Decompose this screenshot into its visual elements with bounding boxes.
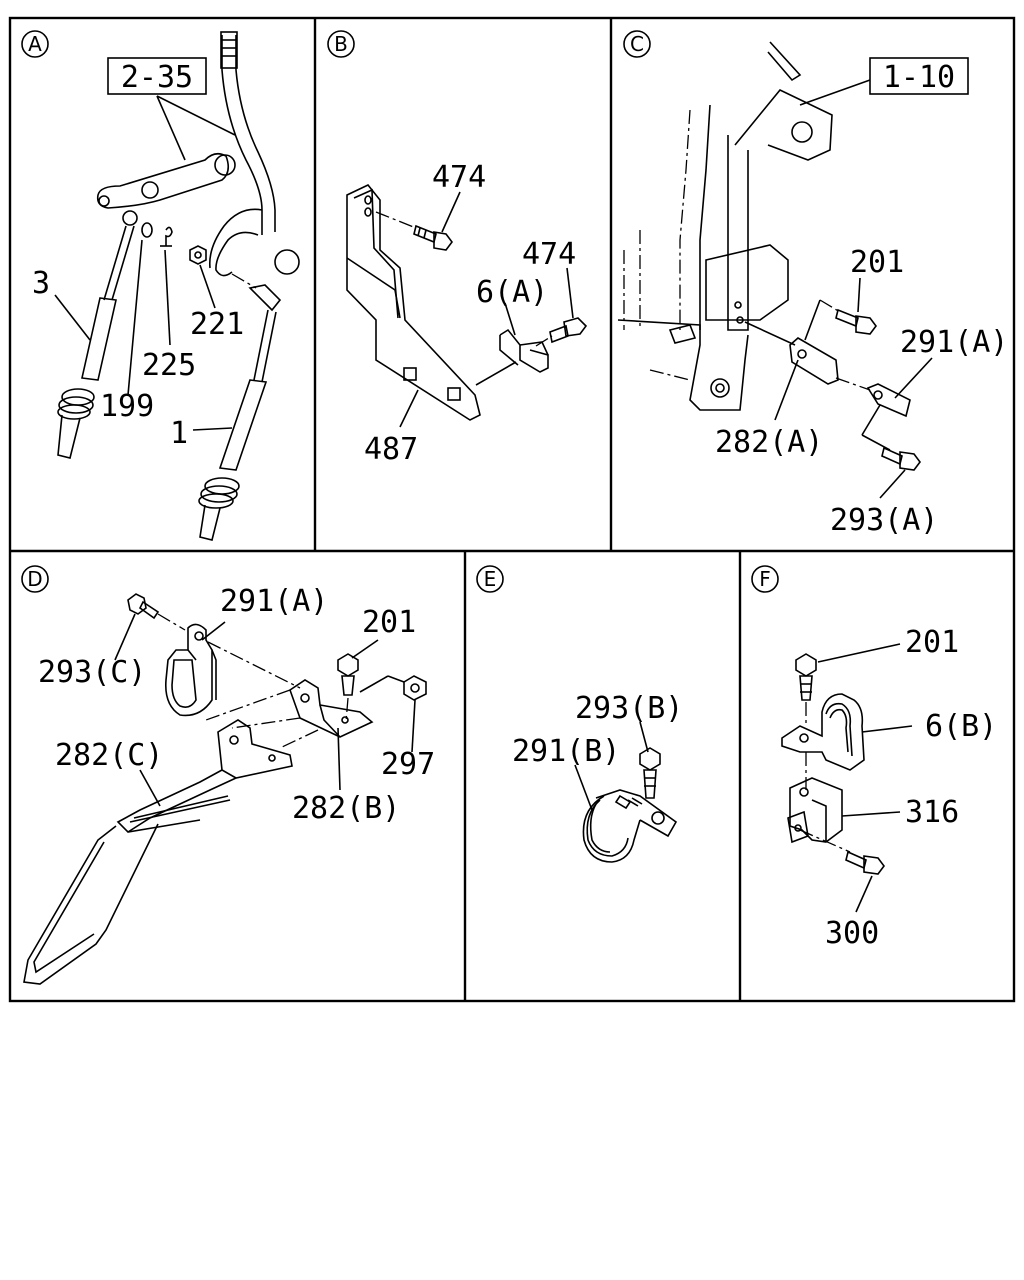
panel-a: A 2-35	[21, 30, 300, 541]
part-label-199: 199	[100, 389, 154, 424]
panel-b-id-badge: B	[327, 30, 355, 58]
panel-f: F	[751, 565, 997, 951]
panel-b: B	[327, 30, 588, 467]
bolt-300	[845, 850, 885, 875]
part-label-316: 316	[905, 795, 959, 830]
part-label-282c: 282(C)	[55, 738, 163, 773]
part-label-201: 201	[362, 605, 416, 640]
shift-lever	[208, 31, 300, 277]
part-label-201: 201	[850, 245, 904, 280]
ref-label: 2-35	[121, 60, 193, 95]
part-label-474-upper: 474	[432, 160, 486, 195]
bolt-201	[795, 653, 817, 701]
panel-c: C 1-10	[617, 30, 1008, 538]
part-label-291a: 291(A)	[900, 325, 1008, 360]
panel-e: E 293(B) 291(B)	[476, 565, 683, 863]
bracket-487	[346, 184, 481, 421]
bolt-201	[819, 299, 877, 335]
part-label-297: 297	[381, 747, 435, 782]
part-label-291b: 291(B)	[512, 734, 620, 769]
panel-c-id: C	[630, 32, 644, 56]
nut-221	[189, 245, 207, 265]
panel-f-id-badge: F	[751, 565, 779, 593]
part-label-293a: 293(A)	[830, 503, 938, 538]
plate-282c	[23, 719, 293, 985]
part-label-6a: 6(A)	[476, 275, 548, 310]
part-label-1: 1	[170, 416, 188, 451]
panel-grid	[8, 16, 1016, 1003]
part-label-474-right: 474	[522, 237, 576, 272]
bracket-316	[787, 777, 843, 844]
panel-d-id-badge: D	[21, 565, 49, 593]
part-label-201: 201	[905, 625, 959, 660]
steering-column-frame	[617, 41, 833, 411]
part-label-282a: 282(A)	[715, 425, 823, 460]
part-label-293c: 293(C)	[38, 655, 146, 690]
bolt-201	[337, 653, 359, 696]
snap-pin-225	[160, 226, 173, 247]
clip-6a	[499, 328, 549, 373]
bolt-293c	[127, 593, 160, 620]
part-label-282b: 282(B)	[292, 791, 400, 826]
washer-199	[141, 222, 153, 238]
part-label-3: 3	[32, 266, 50, 301]
ref-box-2-35: 2-35	[107, 57, 207, 95]
part-label-293b: 293(B)	[575, 691, 683, 726]
panel-d: D	[21, 565, 435, 985]
part-label-225: 225	[142, 348, 196, 383]
panel-e-id: E	[484, 567, 497, 591]
select-cable-1	[198, 284, 282, 541]
clamp-291b	[582, 789, 678, 863]
ref-label: 1-10	[883, 60, 955, 95]
bolt-293a	[881, 446, 921, 471]
panel-e-id-badge: E	[476, 565, 504, 593]
bolt-474-right	[535, 317, 588, 347]
select-lever-arm	[96, 152, 236, 209]
bolt-474-upper	[375, 211, 453, 251]
panel-c-id-badge: C	[623, 30, 651, 58]
ref-box-1-10: 1-10	[869, 57, 969, 95]
part-label-300: 300	[825, 916, 879, 951]
panel-b-id: B	[334, 32, 348, 56]
clamp-291a	[866, 383, 911, 418]
part-label-487: 487	[364, 432, 418, 467]
part-label-221: 221	[190, 307, 244, 342]
panel-a-id-badge: A	[21, 30, 49, 58]
panel-a-id: A	[28, 32, 42, 56]
clip-6b	[781, 693, 865, 771]
shift-cable-3	[57, 210, 138, 459]
part-label-6b: 6(B)	[925, 709, 997, 744]
bracket-282b	[289, 679, 374, 738]
panel-f-id: F	[759, 567, 771, 591]
bracket-282a	[789, 337, 839, 385]
clamp-291a	[164, 623, 217, 717]
panel-d-id: D	[27, 567, 42, 591]
bolt-293b	[639, 747, 661, 799]
nut-297	[403, 675, 427, 701]
part-label-291a: 291(A)	[220, 584, 328, 619]
